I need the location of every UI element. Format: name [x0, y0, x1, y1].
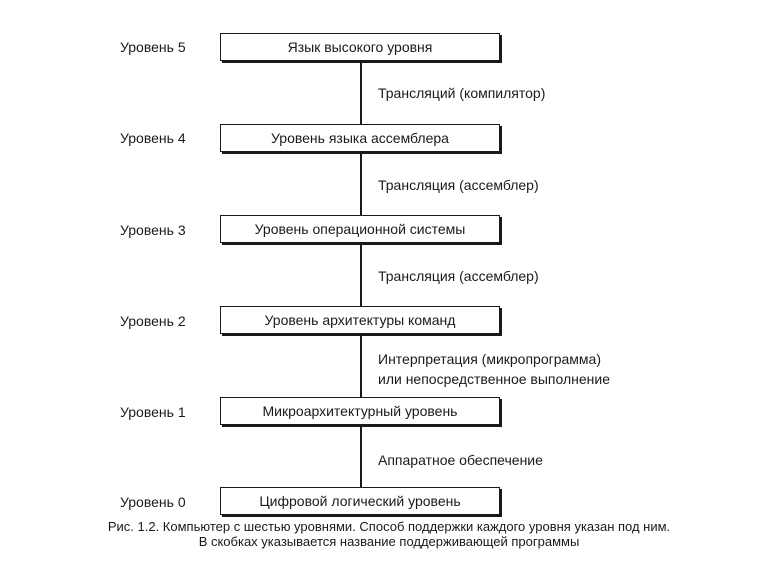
- connector-4-3: [360, 154, 362, 216]
- level-0-label: Уровень 0: [120, 494, 186, 510]
- connector-2-1: [360, 336, 362, 398]
- level-2-box: Уровень архитектуры команд: [220, 306, 500, 334]
- caption-line-2: В скобках указывается название поддержив…: [198, 534, 580, 549]
- connector-1-0-label: Аппаратное обеспечение: [378, 452, 543, 468]
- connector-5-4-label: Трансляций (компилятор): [378, 85, 546, 101]
- connector-1-0: [360, 427, 362, 489]
- connector-5-4: [360, 63, 362, 125]
- level-5-label: Уровень 5: [120, 39, 186, 55]
- figure-caption: Рис. 1.2. Компьютер с шестью уровнями. С…: [0, 519, 778, 549]
- connector-2-1-label-line2: или непосредственное выполнение: [378, 371, 611, 387]
- connector-3-2: [360, 245, 362, 307]
- level-1-box: Микроархитектурный уровень: [220, 397, 500, 425]
- level-1-label: Уровень 1: [120, 404, 186, 420]
- connector-4-3-label: Трансляция (ассемблер): [378, 177, 539, 193]
- connector-2-1-label-line1: Интерпретация (микропрограмма): [378, 351, 601, 367]
- level-2-label: Уровень 2: [120, 313, 186, 329]
- level-3-box: Уровень операционной системы: [220, 215, 500, 243]
- level-4-box: Уровень языка ассемблера: [220, 124, 500, 152]
- level-4-label: Уровень 4: [120, 130, 186, 146]
- caption-line-1: Рис. 1.2. Компьютер с шестью уровнями. С…: [107, 519, 671, 534]
- level-3-label: Уровень 3: [120, 222, 186, 238]
- connector-3-2-label: Трансляция (ассемблер): [378, 268, 539, 284]
- level-5-box: Язык высокого уровня: [220, 33, 500, 61]
- level-0-box: Цифровой логический уровень: [220, 487, 500, 515]
